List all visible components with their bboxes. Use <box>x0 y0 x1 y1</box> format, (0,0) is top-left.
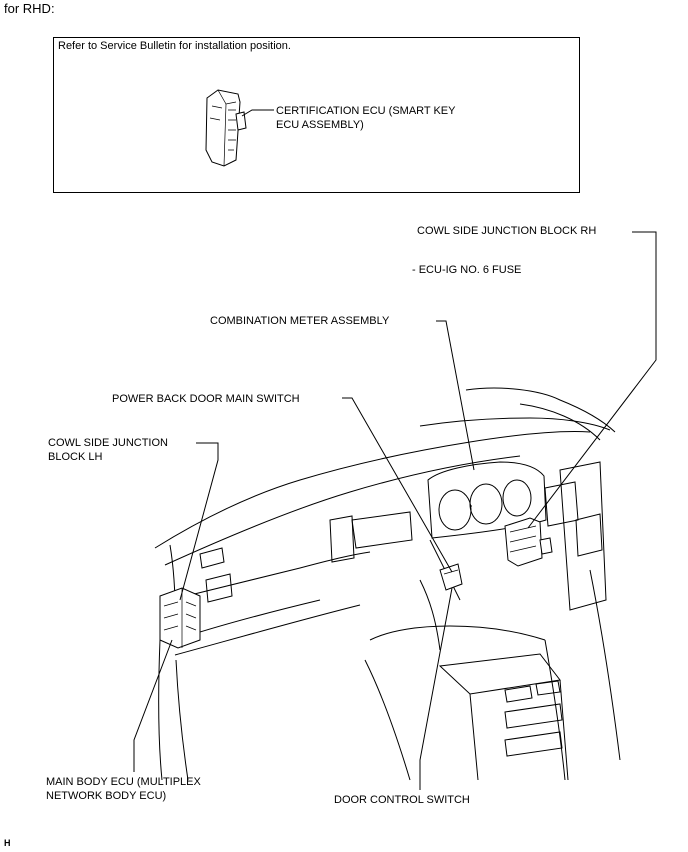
cowl-rh-leader <box>527 231 657 529</box>
door-control-leader <box>419 587 453 790</box>
combination-meter-label: COMBINATION METER ASSEMBLY <box>210 315 390 327</box>
installation-note-text: Refer to Service Bulletin for installati… <box>58 40 291 52</box>
main-body-ecu-leader <box>133 639 173 772</box>
certification-ecu-drawing <box>205 89 247 167</box>
combination-meter-drawing <box>427 461 547 539</box>
cowl-side-junction-block-lh-label-line2: BLOCK LH <box>48 451 103 463</box>
door-control-switch-label: DOOR CONTROL SWITCH <box>334 794 470 806</box>
main-body-ecu-drawing <box>159 587 201 649</box>
cowl-rh-junction-block-drawing <box>504 517 553 567</box>
footer-code: H <box>4 838 11 848</box>
power-back-door-leader <box>342 397 453 573</box>
combination-meter-leader <box>436 320 475 471</box>
cowl-side-junction-block-rh-label: COWL SIDE JUNCTION BLOCK RH <box>417 225 597 237</box>
dashboard-outline <box>154 387 621 781</box>
ecu-ig-fuse-label: - ECU-IG NO. 6 FUSE <box>412 264 522 276</box>
cowl-side-junction-block-lh-label-line1: COWL SIDE JUNCTION <box>48 437 168 449</box>
power-back-door-switch-label: POWER BACK DOOR MAIN SWITCH <box>112 393 300 405</box>
main-body-ecu-label-line2: NETWORK BODY ECU) <box>46 790 167 802</box>
cowl-lh-leader <box>179 442 219 601</box>
certification-ecu-leader <box>241 109 274 117</box>
page-heading: for RHD: <box>4 1 55 16</box>
door-control-switch-drawing <box>439 563 463 591</box>
installation-note-box <box>53 37 580 193</box>
certification-ecu-label-line2: ECU ASSEMBLY) <box>276 119 364 131</box>
certification-ecu-label-line1: CERTIFICATION ECU (SMART KEY <box>276 105 456 117</box>
